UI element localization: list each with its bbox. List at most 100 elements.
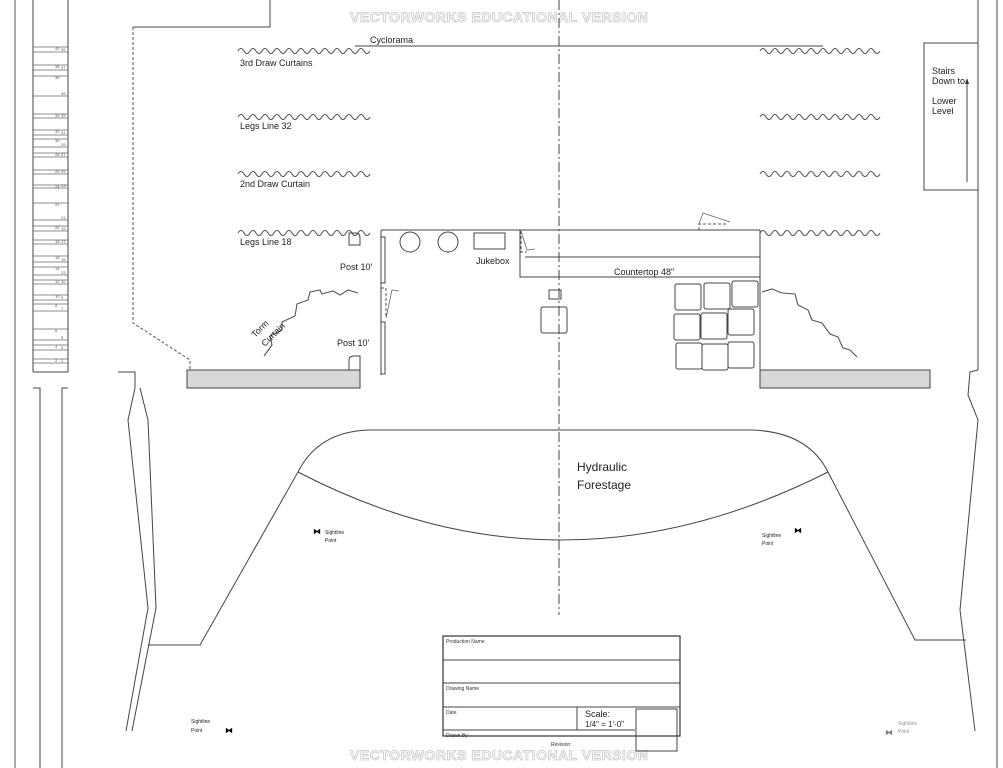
lineset-number: 33 — [61, 113, 66, 118]
lineset-number: 1 — [61, 358, 64, 363]
hydraulic-forestage — [148, 429, 966, 646]
lineset-number: 11 — [61, 279, 66, 284]
seat-block — [674, 283, 702, 311]
lineset-number: 29 — [61, 142, 66, 147]
seat-block — [700, 312, 728, 340]
lineset-number: 6 — [55, 328, 58, 333]
lineset-number: 22 — [55, 202, 60, 207]
seat-block — [731, 280, 759, 308]
stairs-label-2: Down to — [932, 76, 965, 86]
sightline-point-3: Sightline Point ⧓ — [191, 719, 233, 735]
post-upper-label: Post 10' — [340, 262, 373, 272]
legs-18-label: Legs Line 18 — [240, 237, 292, 247]
lineset-number: 25 — [61, 169, 66, 174]
third-draw-label: 3rd Draw Curtains — [240, 58, 313, 68]
lineset-number: 24 — [55, 184, 60, 189]
scale-value: 1/4" = 1'-0" — [585, 720, 624, 729]
stairs — [923, 42, 979, 191]
post-lower — [348, 355, 361, 371]
svg-text:Sightline: Sightline — [762, 533, 781, 539]
date-field: Date — [446, 710, 457, 716]
seat-block — [727, 341, 755, 369]
svg-text:Point: Point — [898, 729, 910, 735]
svg-text:Point: Point — [191, 728, 203, 734]
stairs-label-3: Lower — [932, 96, 957, 106]
lineset-number: 14 — [55, 266, 60, 271]
lineset-number: 27 — [61, 152, 66, 157]
lineset-number: 5 — [61, 335, 64, 340]
post-upper — [348, 232, 361, 246]
lineset-number: 18 — [55, 239, 60, 244]
legs-32-label: Legs Line 32 — [240, 121, 292, 131]
lineset-number: 36 — [55, 75, 60, 80]
svg-text:Sightline: Sightline — [325, 530, 344, 536]
curtain-line — [759, 113, 881, 121]
stairs-label-4: Level — [932, 106, 954, 116]
sightline-icon: ⧓ — [313, 527, 321, 536]
seat-block — [703, 282, 731, 310]
set-walls — [380, 212, 761, 375]
sightline-icon: ⧓ — [225, 726, 233, 735]
lineset-number: 20 — [55, 225, 60, 230]
lineset-number: 4 — [55, 344, 58, 349]
post-lower-label: Post 10' — [337, 338, 370, 348]
lineset-number: 3 — [61, 345, 64, 350]
torm-curtain-right — [761, 288, 858, 358]
svg-text:Point: Point — [762, 541, 774, 547]
svg-text:Sightline: Sightline — [191, 719, 210, 725]
jukebox-label: Jukebox — [476, 256, 510, 266]
lineset-number: 35 — [61, 91, 66, 96]
svg-text:Sightline: Sightline — [898, 721, 917, 727]
lineset-number: 26 — [55, 169, 60, 174]
lineset-number: 8 — [55, 303, 58, 308]
title-block: Production Name Drawing Name Date Scale:… — [442, 635, 681, 752]
round-table-1 — [399, 231, 421, 253]
small-table — [540, 306, 568, 334]
lineset-number: 17 — [61, 239, 66, 244]
seat-block — [675, 342, 703, 370]
lineset-number: 9 — [61, 295, 64, 300]
round-table-2 — [437, 231, 459, 253]
lineset-number: 13 — [61, 270, 66, 275]
production-name-field: Production Name — [446, 639, 485, 645]
curtain-line — [237, 47, 371, 55]
curtain-line — [759, 47, 881, 55]
lineset-number: 31 — [61, 130, 66, 135]
lineset-number: 40 — [55, 46, 60, 51]
countertop-label: Countertop 48" — [614, 267, 674, 277]
proscenium-left — [186, 369, 361, 389]
sightline-point-1: ⧓ Sightline Point — [313, 527, 344, 544]
lineset-number: 38 — [55, 64, 60, 69]
curtain-line — [759, 229, 881, 237]
lineset-number: 12 — [55, 279, 60, 284]
stool — [548, 289, 562, 300]
lineset-number: 37 — [61, 65, 66, 70]
arrowhead-icon — [965, 78, 969, 84]
lineset-number: 16 — [55, 255, 60, 260]
seat-block — [727, 308, 755, 336]
stairs-label-1: Stairs — [932, 66, 956, 76]
lineset-number: 34 — [55, 113, 60, 118]
revision-field: Revision: — [551, 742, 572, 748]
forestage-label-1: Hydraulic — [577, 460, 627, 474]
jukebox — [473, 232, 506, 250]
lineset-number: 21 — [61, 215, 66, 220]
watermark-bottom: VECTORWORKS EDUCATIONAL VERSION — [350, 747, 648, 763]
watermark-top: VECTORWORKS EDUCATIONAL VERSION — [350, 9, 648, 25]
sightline-point-4: ⧓ Sightline Point — [885, 721, 917, 737]
lineset-number: 10 — [55, 294, 60, 299]
lineset-number: 32 — [55, 129, 60, 134]
scale-label: Scale: — [585, 709, 610, 719]
forestage-label-2: Forestage — [577, 478, 631, 492]
drawing-name-field: Drawing Name — [446, 686, 479, 692]
stage-walls — [118, 0, 998, 768]
lineset-number: 7 — [61, 306, 64, 311]
drawn-by-field: Drawn By — [446, 733, 468, 739]
lineset-number: 30 — [55, 138, 60, 143]
seat-block — [701, 343, 729, 371]
seating-blocks — [673, 280, 759, 371]
curtains — [237, 47, 881, 237]
curtain-line — [237, 170, 371, 178]
lineset-number: 2 — [55, 358, 58, 363]
